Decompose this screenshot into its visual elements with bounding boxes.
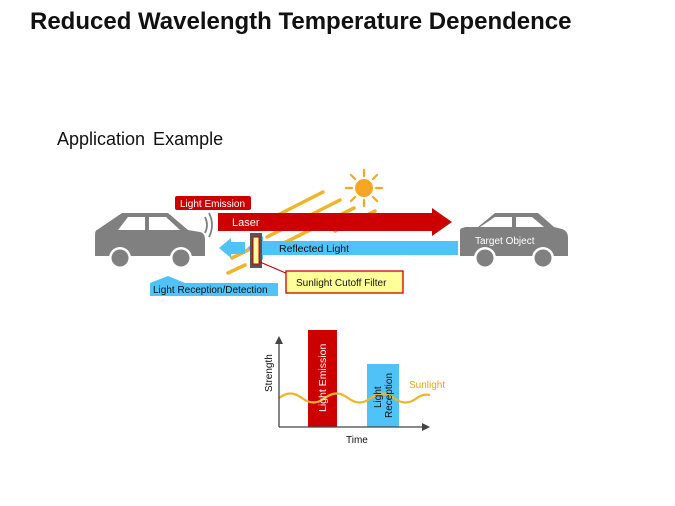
x-axis-arrowhead [422,423,430,431]
sun-icon [344,168,384,208]
reception-bar [367,364,399,427]
reflected-light-label: Reflected Light [279,243,349,255]
sunlight-filter-box [285,270,404,294]
emission-wave-icon [204,212,213,238]
sensor-filter-icon [250,233,262,268]
x-axis-label: Time [346,435,368,446]
section-subtitle: Application Example [57,129,224,149]
reception-bar-label-line2: Reception [384,373,395,418]
sunlight-wave [278,392,431,404]
emission-bar [308,330,337,427]
filter-pointer-line [259,261,289,275]
target-car-icon [460,213,568,269]
emission-bar-label: Light Emission [317,344,329,412]
page-title: Reduced Wavelength Temperature Dependenc… [30,8,572,35]
strength-time-chart: Strength Time Light Emission Light Recep… [264,330,445,446]
reception-arrow [219,238,245,258]
y-axis-label: Strength [264,354,275,392]
sunlight-label: Sunlight [409,380,445,391]
laser-arrow [218,208,452,236]
sunlight-filter-label: Sunlight Cutoff Filter [296,278,387,289]
reception-bar-label-line1: Light [373,386,384,408]
light-emission-tag-label: Light Emission [180,199,245,210]
laser-label: Laser [232,217,260,229]
target-object-label: Target Object [475,236,535,247]
y-axis-arrowhead [275,336,283,344]
light-reception-tag-label: Light Reception/Detection [153,285,268,296]
light-reception-tag [150,276,278,296]
sensor-car-icon [95,213,205,269]
light-emission-tag [175,196,251,210]
reflected-light-arrow [247,236,458,260]
